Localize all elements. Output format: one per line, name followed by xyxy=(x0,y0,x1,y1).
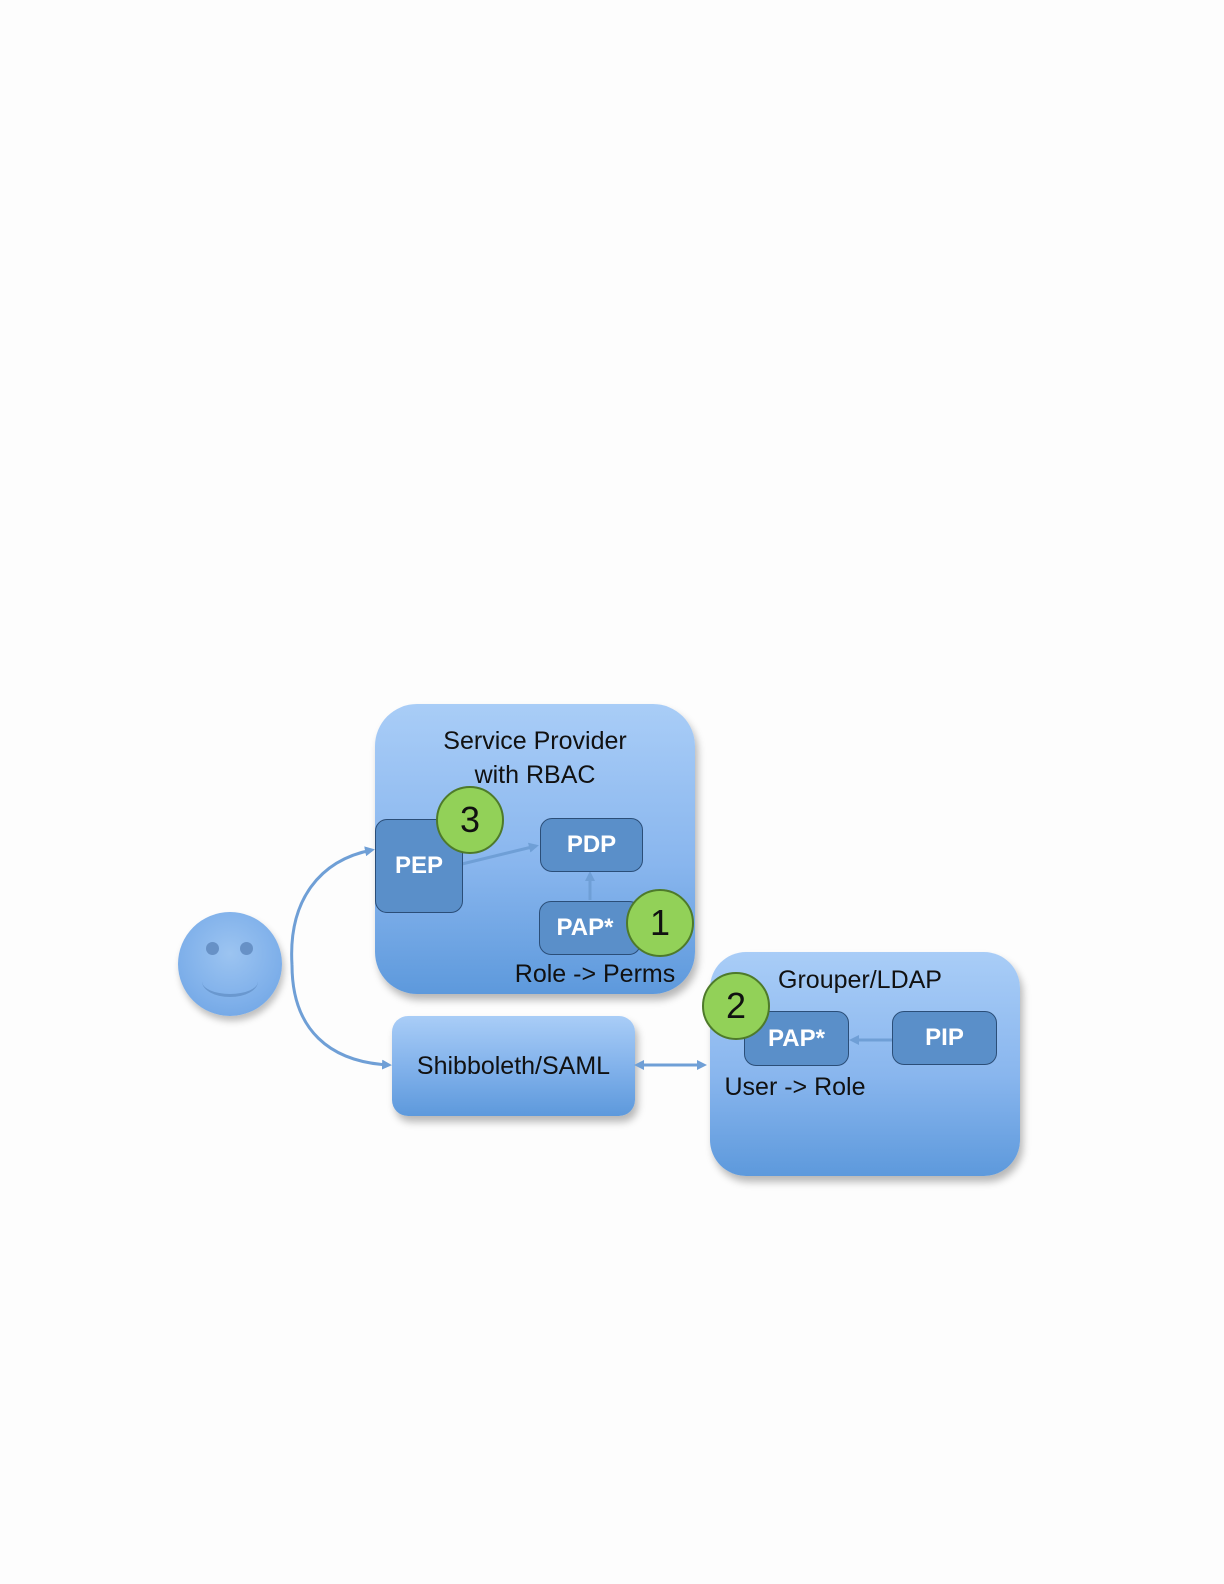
left-eye xyxy=(206,942,219,955)
pep-to-pdp-arrow xyxy=(461,842,539,866)
smiley-face-icon xyxy=(178,912,282,1016)
user-to-pep-arrow xyxy=(290,846,375,966)
smile xyxy=(202,966,258,997)
right-eye xyxy=(240,942,253,955)
user-to-shibboleth-arrow xyxy=(290,964,392,1070)
shibboleth-box: Shibboleth/SAML xyxy=(392,1016,635,1116)
user-role-caption: User -> Role xyxy=(724,1073,866,1101)
step-badge-2: 2 xyxy=(702,972,770,1040)
service-provider-title-line2: with RBAC xyxy=(474,761,596,789)
step-badge-3: 3 xyxy=(436,786,504,854)
shibboleth-label: Shibboleth/SAML xyxy=(416,1052,611,1080)
pdp-box: PDP xyxy=(540,818,643,872)
grouper-ldap-title: Grouper/LDAP xyxy=(778,966,942,994)
pip-box: PIP xyxy=(892,1011,997,1065)
role-perms-caption: Role -> Perms xyxy=(514,960,676,988)
service-provider-title-line1: Service Provider xyxy=(443,727,627,755)
step-badge-1: 1 xyxy=(626,889,694,957)
sp-pap-box: PAP* xyxy=(539,901,641,955)
